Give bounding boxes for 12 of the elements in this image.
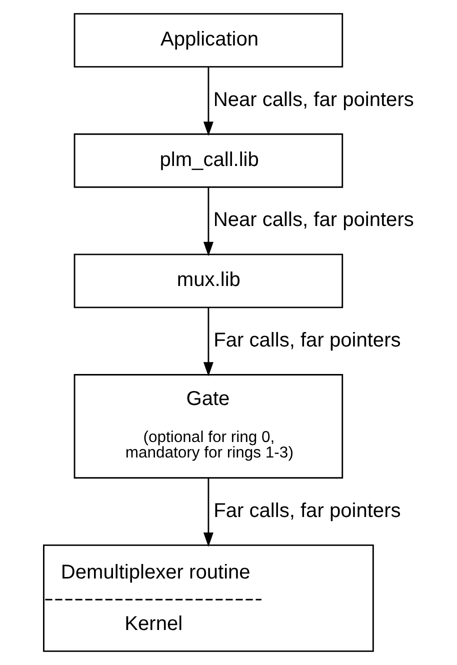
- node-box: Application: [74, 13, 344, 68]
- edge-label: Far calls, far pointers: [214, 329, 401, 352]
- edge-label: Near calls, far pointers: [213, 88, 414, 111]
- arrow: [203, 478, 214, 547]
- node-box: Gate (optional for ring 0, mandatory for rings 1-3): [74, 374, 344, 479]
- node-box: plm_call.lib: [74, 133, 344, 188]
- arrow: [203, 308, 214, 376]
- arrow: [203, 67, 214, 136]
- edge-label: Far calls, far pointers: [214, 500, 401, 522]
- edge-label: Near calls, far pointers: [213, 209, 414, 232]
- node-box: mux.lib: [74, 254, 344, 308]
- arrow: [203, 188, 214, 256]
